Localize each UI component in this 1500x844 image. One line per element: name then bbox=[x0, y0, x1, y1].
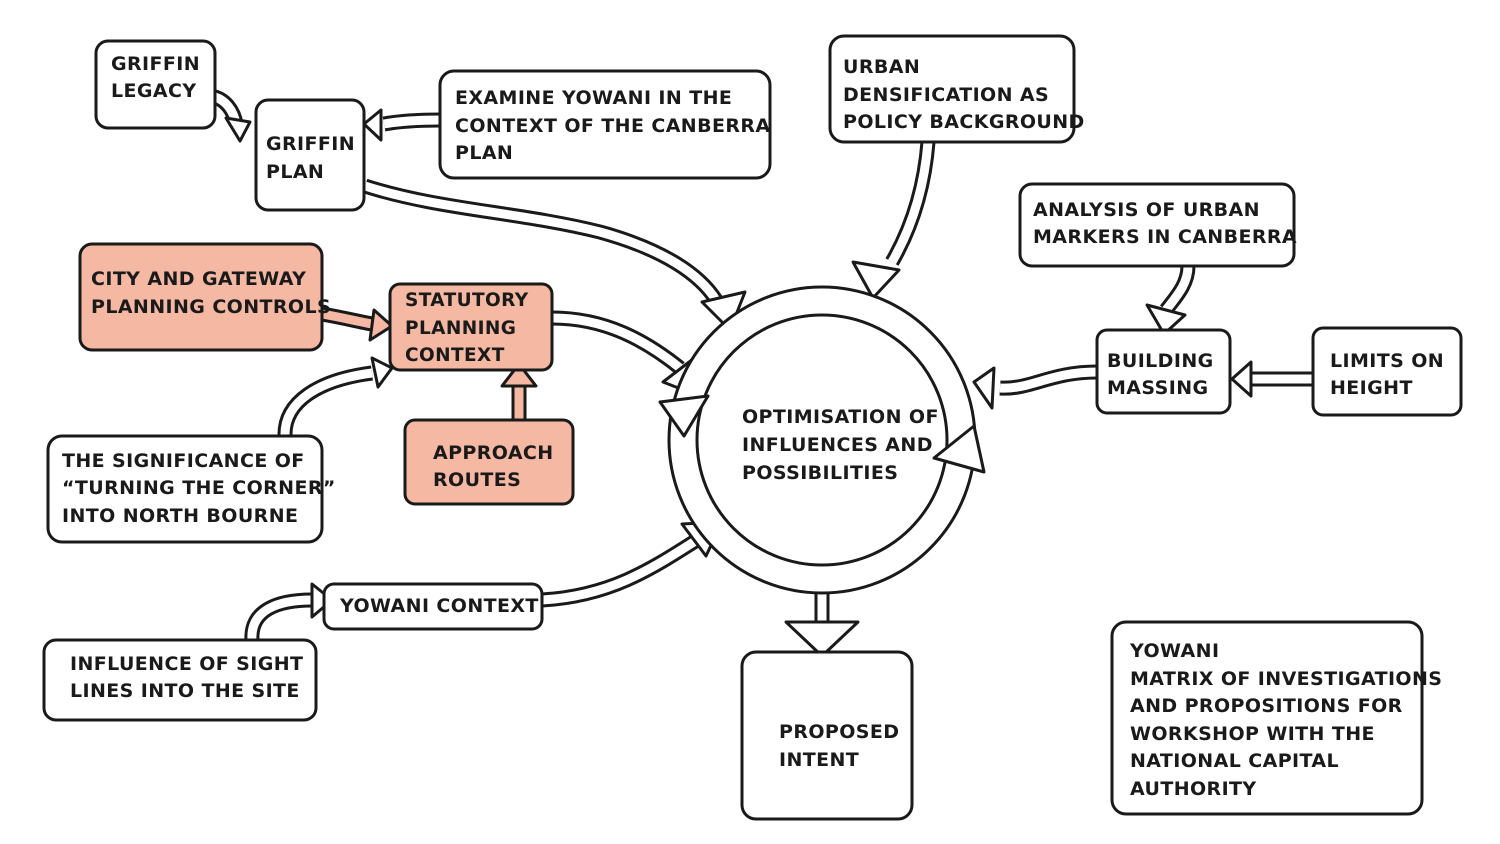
node-examine-yowani: EXAMINE YOWANI IN THE CONTEXT OF THE CAN… bbox=[438, 69, 778, 180]
svg-text:EXAMINE YOWANI IN THE CO: EXAMINE YOWANI IN THE CONTEXT OF THE CAN… bbox=[455, 87, 778, 164]
svg-text:ANALYSIS OF URBAN MARKER: ANALYSIS OF URBAN MARKERS IN CANBERRA bbox=[1033, 199, 1297, 248]
arrowhead bbox=[224, 116, 252, 143]
arrowhead bbox=[370, 356, 394, 389]
arrowhead bbox=[362, 108, 383, 142]
optimisation-label: OPTIMISATION OF INFLUENCES AND POSSIBILI… bbox=[742, 406, 946, 484]
arrowhead bbox=[368, 308, 394, 342]
arrowhead bbox=[851, 260, 901, 300]
connector-densification-to-optimisation bbox=[851, 141, 936, 300]
connector-significance-to-statutory bbox=[277, 356, 394, 437]
svg-text:URBAN DENSIFICATION AS: URBAN DENSIFICATION AS POLICY BACKGROUND bbox=[843, 56, 1085, 133]
connector-analysis-to-massing bbox=[1145, 265, 1196, 336]
node-griffin-legacy: GRIFFIN LEGACY bbox=[94, 39, 217, 130]
node-statutory-planning: STATUTORY PLANNING CONTEXT bbox=[388, 282, 554, 372]
node-yowani-context: YOWANI CONTEXT bbox=[322, 582, 544, 631]
svg-text:LIMITS ON HEIGHT: LIMITS ON HEIGHT bbox=[1330, 350, 1451, 399]
connector-gateway-to-statutory bbox=[320, 306, 394, 342]
node-significance: THE SIGNIFICANCE OF “TURNING THE CORNER”… bbox=[46, 434, 343, 544]
svg-text:GRIFFIN LEGACY: GRIFFIN LEGACY bbox=[111, 53, 207, 102]
node-urban-densification: URBAN DENSIFICATION AS POLICY BACKGROUND bbox=[828, 34, 1085, 144]
connector-massing-to-optimisation bbox=[972, 364, 1098, 410]
svg-text:GRIFFIN PLAN: GRIFFIN PLAN bbox=[266, 133, 362, 183]
svg-text:PROPOSED INTENT: PROPOSED INTENT bbox=[779, 721, 906, 771]
svg-text:YOWANI MATRIX OF INVESTI: YOWANI MATRIX OF INVESTIGATIONS AND PROP… bbox=[1129, 640, 1449, 800]
svg-text:APPROACH ROUTES: APPROACH ROUTES bbox=[433, 442, 561, 491]
optimisation-cycle: OPTIMISATION OF INFLUENCES AND POSSIBILI… bbox=[658, 285, 986, 595]
arrowhead bbox=[1230, 360, 1253, 398]
node-city-gateway: CITY AND GATEWAY PLANNING CONTROLS bbox=[78, 242, 331, 352]
node-limits-height: LIMITS ON HEIGHT bbox=[1311, 326, 1463, 417]
node-approach-routes: APPROACH ROUTES bbox=[403, 418, 575, 506]
svg-text:BUILDING MASSING: BUILDING MASSING bbox=[1107, 350, 1221, 399]
node-griffin-plan: GRIFFIN PLAN bbox=[254, 98, 366, 212]
node-analysis-markers: ANALYSIS OF URBAN MARKERS IN CANBERRA bbox=[1018, 182, 1297, 268]
connector-yowani-to-optimisation bbox=[541, 520, 724, 608]
connector-routes-to-statutory bbox=[500, 362, 538, 420]
node-building-massing: BUILDING MASSING bbox=[1095, 328, 1232, 415]
connector-height-to-massing bbox=[1230, 360, 1313, 398]
arrowhead bbox=[310, 582, 334, 619]
svg-text:INFLUENCE OF SIGHT LINES: INFLUENCE OF SIGHT LINES INTO THE SITE bbox=[70, 653, 310, 702]
arrowhead bbox=[972, 366, 996, 410]
arrowhead bbox=[500, 362, 538, 388]
caption-box: YOWANI MATRIX OF INVESTIGATIONS AND PROP… bbox=[1110, 620, 1449, 816]
svg-text:THE SIGNIFICANCE OF “TUR: THE SIGNIFICANCE OF “TURNING THE CORNER”… bbox=[62, 450, 343, 527]
arrowhead bbox=[784, 620, 860, 658]
connector-plan-to-optimisation bbox=[362, 178, 747, 332]
connector-examine-to-plan bbox=[362, 108, 441, 142]
cycle-arrowhead-left bbox=[658, 394, 710, 438]
connectors bbox=[208, 88, 1313, 658]
connector-sightlines-to-yowani bbox=[244, 582, 334, 641]
svg-text:CITY AND GATEWAY PLANNIN: CITY AND GATEWAY PLANNING CONTROLS bbox=[91, 268, 331, 318]
svg-text:STATUTORY PLANNING: STATUTORY PLANNING CONTEXT bbox=[405, 290, 535, 366]
cycle-arrowhead-right bbox=[932, 424, 986, 474]
node-sight-lines: INFLUENCE OF SIGHT LINES INTO THE SITE bbox=[42, 638, 318, 722]
connector-optimisation-to-intent bbox=[784, 592, 860, 658]
arrowhead bbox=[1145, 303, 1187, 336]
node-proposed-intent: PROPOSED INTENT bbox=[740, 650, 914, 821]
svg-text:YOWANI CONTEXT: YOWANI CONTEXT bbox=[339, 595, 539, 617]
